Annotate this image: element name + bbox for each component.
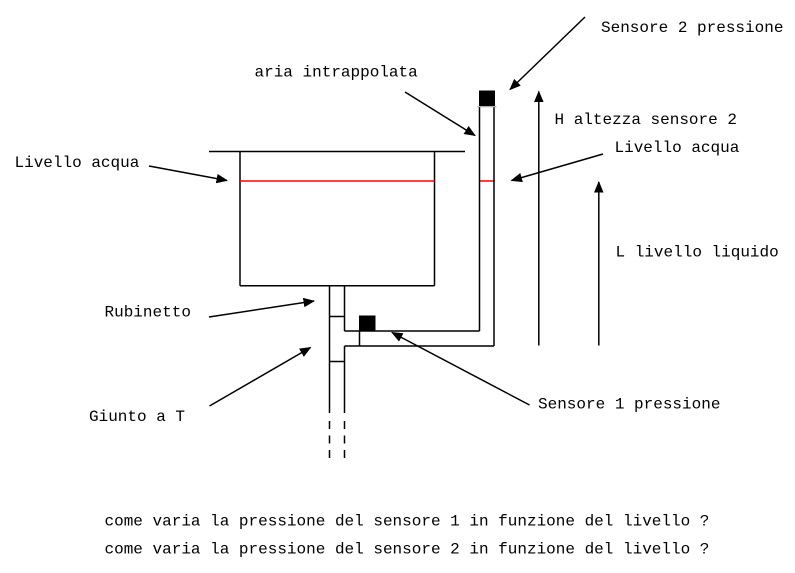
svg-text:Livello acqua: Livello acqua: [15, 154, 140, 172]
svg-text:L livello liquido: L livello liquido: [616, 244, 779, 262]
svg-text:H altezza sensore 2: H altezza sensore 2: [555, 111, 737, 129]
svg-text:Sensore 2 pressione: Sensore 2 pressione: [601, 19, 783, 37]
svg-text:come varia la pressione del se: come varia la pressione del sensore 1 in…: [105, 513, 710, 531]
svg-text:aria intrappolata: aria intrappolata: [255, 64, 419, 82]
svg-text:Giunto a T: Giunto a T: [89, 408, 185, 426]
svg-text:come varia la pressione del se: come varia la pressione del sensore 2 in…: [105, 541, 710, 559]
svg-text:Rubinetto: Rubinetto: [105, 304, 191, 322]
svg-text:Sensore 1 pressione: Sensore 1 pressione: [538, 396, 720, 414]
svg-text:Livello acqua: Livello acqua: [615, 139, 740, 157]
